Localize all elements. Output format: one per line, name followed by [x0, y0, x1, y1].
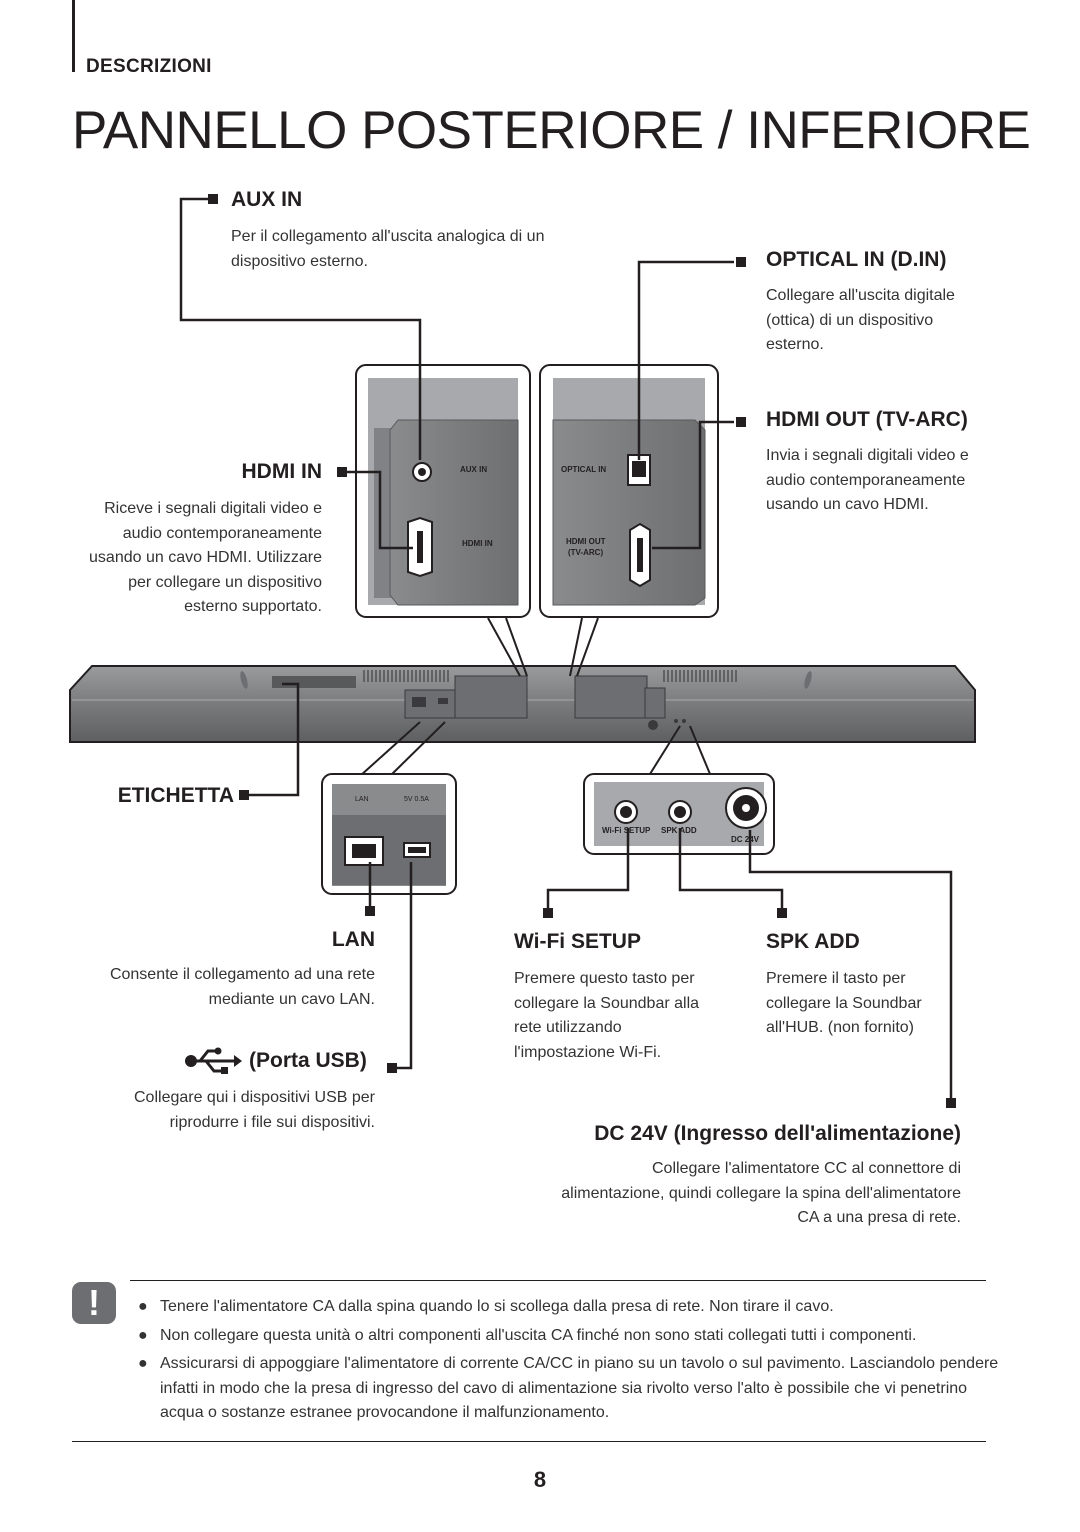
dc24v-title: DC 24V (Ingresso dell'alimentazione): [594, 1122, 961, 1145]
bullet-icon: ●: [138, 1355, 148, 1372]
note-text: Tenere l'alimentatore CA dalla spina qua…: [160, 1298, 834, 1315]
optical-in-desc-line: esterno.: [766, 336, 824, 353]
hdmi-in-desc-line: audio contemporaneamente: [122, 524, 322, 542]
aux-in-desc-line: Per il collegamento all'uscita analogica…: [231, 228, 545, 245]
wifi-setup-desc-line: l'impostazione Wi-Fi.: [514, 1043, 662, 1061]
optical-in-desc-line: (ottica) di un dispositivo: [766, 311, 934, 329]
panel-label-optical-in: OPTICAL IN: [561, 465, 607, 474]
exclamation-icon: !: [72, 1282, 116, 1324]
zoom-panel-aux-hdmi-in: [355, 364, 531, 618]
hdmi-in-desc: Riceve i segnali digitali video e audio …: [40, 497, 322, 620]
dc24v-desc: Collegare l'alimentatore CC al connettor…: [440, 1157, 961, 1231]
wifi-setup-desc: Premere questo tasto per collegare la So…: [514, 967, 699, 1065]
note-text: Non collegare questa unità o altri compo…: [160, 1326, 917, 1344]
wifi-setup-desc-line: rete utilizzando: [514, 1019, 622, 1036]
leader-lines: [179, 197, 953, 1100]
hdmi-in-desc-line: usando un cavo HDMI. Utilizzare: [89, 549, 322, 566]
hdmi-out-desc-line: usando un cavo HDMI.: [766, 496, 929, 513]
header-rule: [72, 0, 75, 72]
panel-label-spk-add: SPK ADD: [661, 826, 697, 835]
aux-in-desc-line: dispositivo esterno.: [231, 252, 368, 270]
note-item: ● Assicurarsi di appoggiare l'alimentato…: [138, 1352, 1000, 1426]
spk-add-desc: Premere il tasto per collegare la Soundb…: [766, 967, 922, 1041]
dc24v-desc-line: alimentazione, quindi collegare la spina…: [561, 1184, 961, 1202]
optical-in-title: OPTICAL IN (D.IN): [766, 248, 947, 271]
optical-in-desc: Collegare all'uscita digitale (ottica) d…: [766, 284, 955, 358]
usb-title: (Porta USB): [249, 1049, 367, 1072]
lan-desc: Consente il collegamento ad una rete med…: [40, 963, 375, 1012]
note-text: Assicurarsi di appoggiare l'alimentatore…: [160, 1355, 999, 1421]
leader-markers: [208, 194, 956, 1108]
hdmi-in-desc-line: esterno supportato.: [184, 598, 322, 615]
notes-list: ● Tenere l'alimentatore CA dalla spina q…: [138, 1295, 1000, 1426]
panel-label-wifi-setup: Wi-Fi SETUP: [602, 826, 651, 835]
spk-add-desc-line: Premere il tasto per: [766, 970, 906, 987]
bullet-icon: ●: [138, 1326, 148, 1344]
notes-top-rule: [130, 1280, 986, 1281]
hdmi-in-desc-line: per collegare un dispositivo: [128, 573, 322, 591]
footer-rule: [72, 1441, 986, 1442]
spk-add-desc-line: collegare la Soundbar: [766, 994, 922, 1012]
dc24v-desc-line: Collegare l'alimentatore CC al connettor…: [652, 1160, 961, 1177]
wifi-setup-desc-line: Premere questo tasto per: [514, 970, 695, 987]
aux-in-title: AUX IN: [231, 188, 303, 211]
zoom-panel-optical-hdmi-out: [539, 364, 719, 618]
aux-in-desc: Per il collegamento all'uscita analogica…: [231, 225, 544, 274]
panel-label-aux-in: AUX IN: [460, 465, 488, 474]
panel-label-hdmi-in: HDMI IN: [462, 539, 493, 548]
soundbar-body: [69, 665, 976, 743]
page-title: PANNELLO POSTERIORE / INFERIORE: [72, 101, 1031, 160]
zoom-panel-wifi-spk-dc: [583, 773, 775, 855]
hdmi-out-title: HDMI OUT (TV-ARC): [766, 408, 968, 431]
spk-add-title: SPK ADD: [766, 930, 860, 953]
panel-label-lan: LAN: [355, 796, 369, 803]
usb-desc-line: Collegare qui i dispositivi USB per: [134, 1089, 375, 1106]
note-item: ● Tenere l'alimentatore CA dalla spina q…: [138, 1295, 1000, 1320]
lan-desc-line: mediante un cavo LAN.: [208, 990, 375, 1008]
panel-label-tv-arc: (TV-ARC): [568, 548, 604, 557]
hdmi-out-desc-line: Invia i segnali digitali video e: [766, 447, 969, 464]
usb-desc: Collegare qui i dispositivi USB per ripr…: [40, 1086, 375, 1135]
optical-in-desc-line: Collegare all'uscita digitale: [766, 287, 955, 304]
panel-label-usb-rating: 5V 0.5A: [404, 796, 429, 803]
note-item: ● Non collegare questa unità o altri com…: [138, 1324, 1000, 1349]
page-number: 8: [533, 1467, 547, 1492]
lan-desc-line: Consente il collegamento ad una rete: [109, 966, 375, 983]
panel-label-hdmi-out: HDMI OUT: [566, 537, 606, 546]
spk-add-desc-line: all'HUB. (non fornito): [766, 1019, 914, 1036]
panel-label-dc24v: DC 24V: [731, 835, 760, 844]
usb-desc-line: riprodurre i file sui dispositivi.: [169, 1113, 375, 1131]
hdmi-in-title: HDMI IN: [241, 460, 323, 483]
etichetta-title: ETICHETTA: [117, 784, 234, 807]
bullet-icon: ●: [138, 1298, 148, 1315]
wifi-setup-title: Wi-Fi SETUP: [514, 930, 641, 953]
lan-title: LAN: [331, 928, 375, 951]
hdmi-in-desc-line: Riceve i segnali digitali video e: [104, 500, 322, 517]
section-label: DESCRIZIONI: [86, 56, 212, 77]
zoom-panel-lan-usb: [321, 773, 457, 895]
hdmi-out-desc: Invia i segnali digitali video e audio c…: [766, 444, 969, 518]
hdmi-out-desc-line: audio contemporaneamente: [766, 471, 966, 489]
wifi-setup-desc-line: collegare la Soundbar alla: [514, 994, 700, 1012]
usb-icon: [184, 1046, 244, 1076]
dc24v-desc-line: CA a una presa di rete.: [797, 1209, 961, 1226]
